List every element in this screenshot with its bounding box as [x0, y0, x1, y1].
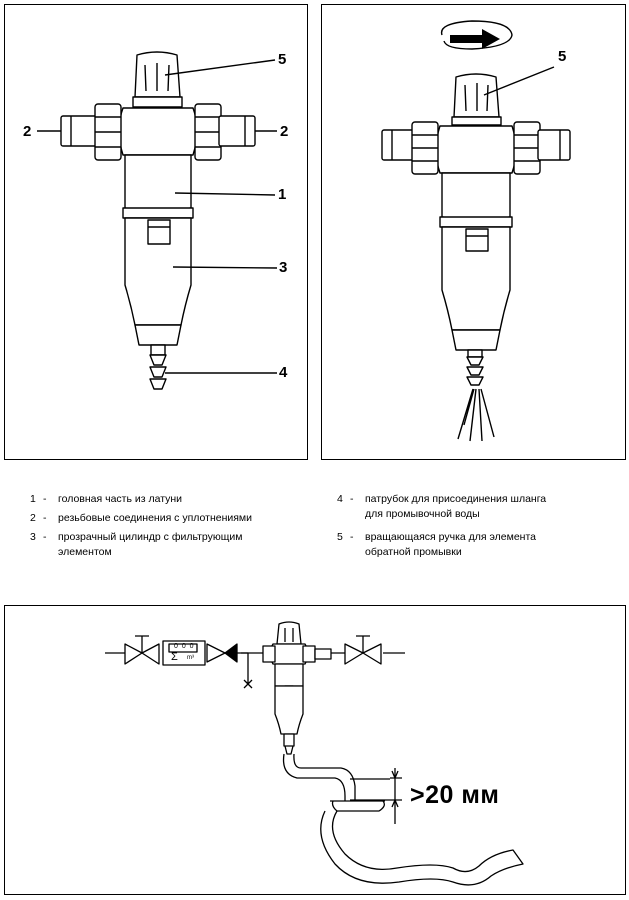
- meter-sigma: Σ: [171, 651, 178, 663]
- legend-dash: -: [350, 493, 354, 505]
- legend-text: патрубок для присоединения шланга: [365, 493, 547, 505]
- callout-1: 1: [278, 186, 287, 203]
- filter-parts-figure: 5 2 2 1 3 4: [4, 4, 308, 460]
- meter-digits: 0 0 0: [174, 643, 195, 650]
- filter-drawing: [37, 51, 278, 390]
- legend-dash: -: [43, 512, 47, 524]
- callout-5-right: 5: [558, 48, 567, 65]
- meter-unit: m³: [187, 655, 194, 661]
- legend-item: 4 - патрубок для присоединения шланга дл…: [337, 492, 622, 524]
- installation-figure: 0 0 0 Σ m³: [4, 605, 626, 895]
- legend-number: 4: [337, 493, 343, 505]
- legend-text: вращающаяся ручка для элемента: [365, 531, 536, 543]
- legend-number: 1: [30, 493, 36, 505]
- legend-text-continued: элементом: [58, 546, 112, 558]
- legend-text: прозрачный цилиндр с фильтрующим: [58, 531, 243, 543]
- legend-number: 2: [30, 512, 36, 524]
- legend-text-continued: обратной промывки: [365, 546, 462, 558]
- legend-item: 5 - вращающаяся ручка для элемента обрат…: [337, 530, 622, 562]
- legend-dash: -: [43, 531, 47, 543]
- legend-dash: -: [350, 531, 354, 543]
- legend-number: 3: [30, 531, 36, 543]
- backwash-drawing: [381, 20, 571, 442]
- legend-item: 1 - головная часть из латуни: [30, 492, 320, 508]
- callout-5: 5: [278, 51, 287, 68]
- backwash-figure: 5: [321, 4, 626, 460]
- distance-label: >20 мм: [410, 781, 500, 809]
- installation-drawing: [105, 621, 524, 886]
- callout-2-left: 2: [23, 123, 32, 140]
- legend-text-continued: для промывочной воды: [365, 508, 480, 520]
- rotation-arrow-icon: [450, 29, 500, 49]
- shutoff-valve-right-icon: [344, 643, 382, 665]
- legend-text: головная часть из латуни: [58, 493, 183, 505]
- callout-2-right: 2: [280, 123, 289, 140]
- callout-4: 4: [279, 364, 288, 381]
- legend-number: 5: [337, 531, 343, 543]
- legend-dash: -: [43, 493, 47, 505]
- legend-item: 3 - прозрачный цилиндр с фильтрующим эле…: [30, 530, 320, 562]
- check-valve-icon: [224, 643, 238, 663]
- legend-item: 2 - резьбовые соединения с уплотнениями: [30, 511, 320, 527]
- shutoff-valve-left-icon: [124, 643, 160, 665]
- callout-3: 3: [279, 259, 288, 276]
- legend-text: резьбовые соединения с уплотнениями: [58, 512, 253, 524]
